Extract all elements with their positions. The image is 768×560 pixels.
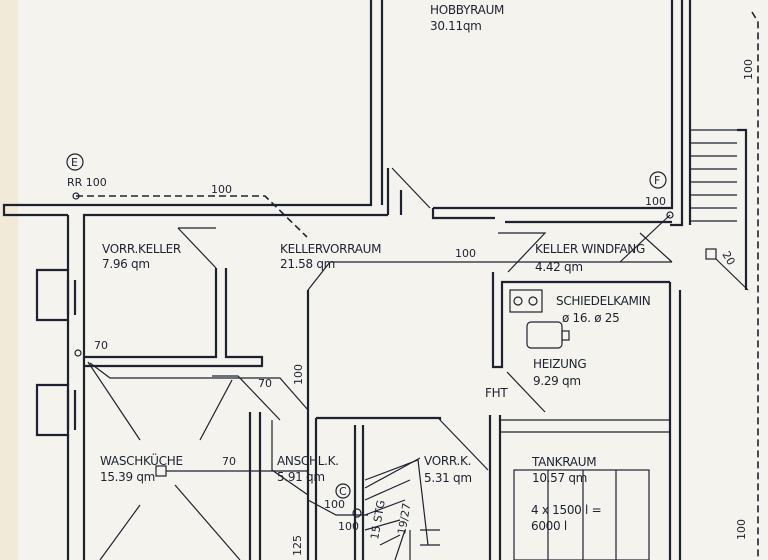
kellervorraum-walls [306,232,673,560]
dim-f-100: 100 [645,195,666,208]
marker-f: F [654,174,660,187]
room-vorr-keller-area: 7.96 qm [102,257,150,271]
hobbyraum-walls [2,0,692,560]
room-keller-windfang-name: KELLER WINDFANG [535,242,645,256]
room-waschkueche-name: WASCHKÜCHE [100,452,183,468]
room-kellervorraum-name: KELLERVORRAUM [280,242,381,256]
room-vorr-k-area: 5.31 qm [424,471,472,485]
lower-left-walls [87,361,489,560]
vorr-keller-walls [84,227,264,368]
tank-note-2: 6000 l [531,519,567,533]
marker-f-circle [649,171,667,189]
dim-c-100-a: 100 [324,498,345,511]
room-heizung-name: HEIZUNG [533,357,586,371]
room-keller-windfang-area: 4.42 qm [535,260,583,274]
room-heizung-area: 9.29 qm [533,374,581,388]
rr-label: RR 100 [67,176,107,189]
schiedelkamin-label: SCHIEDELKAMIN [556,294,651,308]
rr-point [72,192,80,200]
left-walls [35,268,77,560]
kamin-dimensions: ø 16. ø 25 [562,311,619,325]
dim-vorraum-100: 100 [455,247,476,260]
paper-edge [0,0,18,560]
stair-ratio-label: 19/27 [395,502,413,535]
room-anschl-k-area: 5.91 qm [277,470,325,484]
stair-steps-label: 15 STG [368,499,388,540]
room-anschl-k-name: ANSCHL.K. [277,454,339,468]
room-tankraum-name: TANKRAUM [531,455,596,469]
marker-e-circle [66,153,84,171]
marker-c: C [339,485,347,498]
room-tankraum-area: 10.57 qm [532,471,587,485]
room-vorr-k-name: VORR.K. [424,454,471,468]
room-hobbyraum-name: HOBBYRAUM [430,3,504,17]
pipe-line [76,195,308,238]
dim-70-c: 70 [222,455,236,468]
room-vorr-keller-name: VORR.KELLER [102,242,181,256]
marker-e: E [71,156,78,169]
dim-vertical-100: 100 [292,364,305,385]
dim-70-b: 70 [258,377,272,390]
dim-70-a: 70 [94,339,108,352]
heizung-walls [491,272,682,560]
tankraum-walls [488,415,670,560]
dim-20: 20 [719,249,737,268]
tank-note-1: 4 x 1500 l = [531,503,601,517]
fht-label: FHT [485,386,508,400]
room-kellervorraum-area: 21.58 qm [280,257,335,271]
room-hobbyraum-area: 30.11qm [430,19,482,33]
room-waschkueche-area: 15.39 qm [100,470,155,484]
exterior-stairs [690,11,759,560]
dim-125: 125 [291,535,304,556]
dim-right-top-100: 100 [742,59,755,80]
dim-pipe-100: 100 [211,183,232,196]
dim-c-100-b: 100 [338,520,359,533]
dim-right-bottom-100: 100 [735,519,748,540]
